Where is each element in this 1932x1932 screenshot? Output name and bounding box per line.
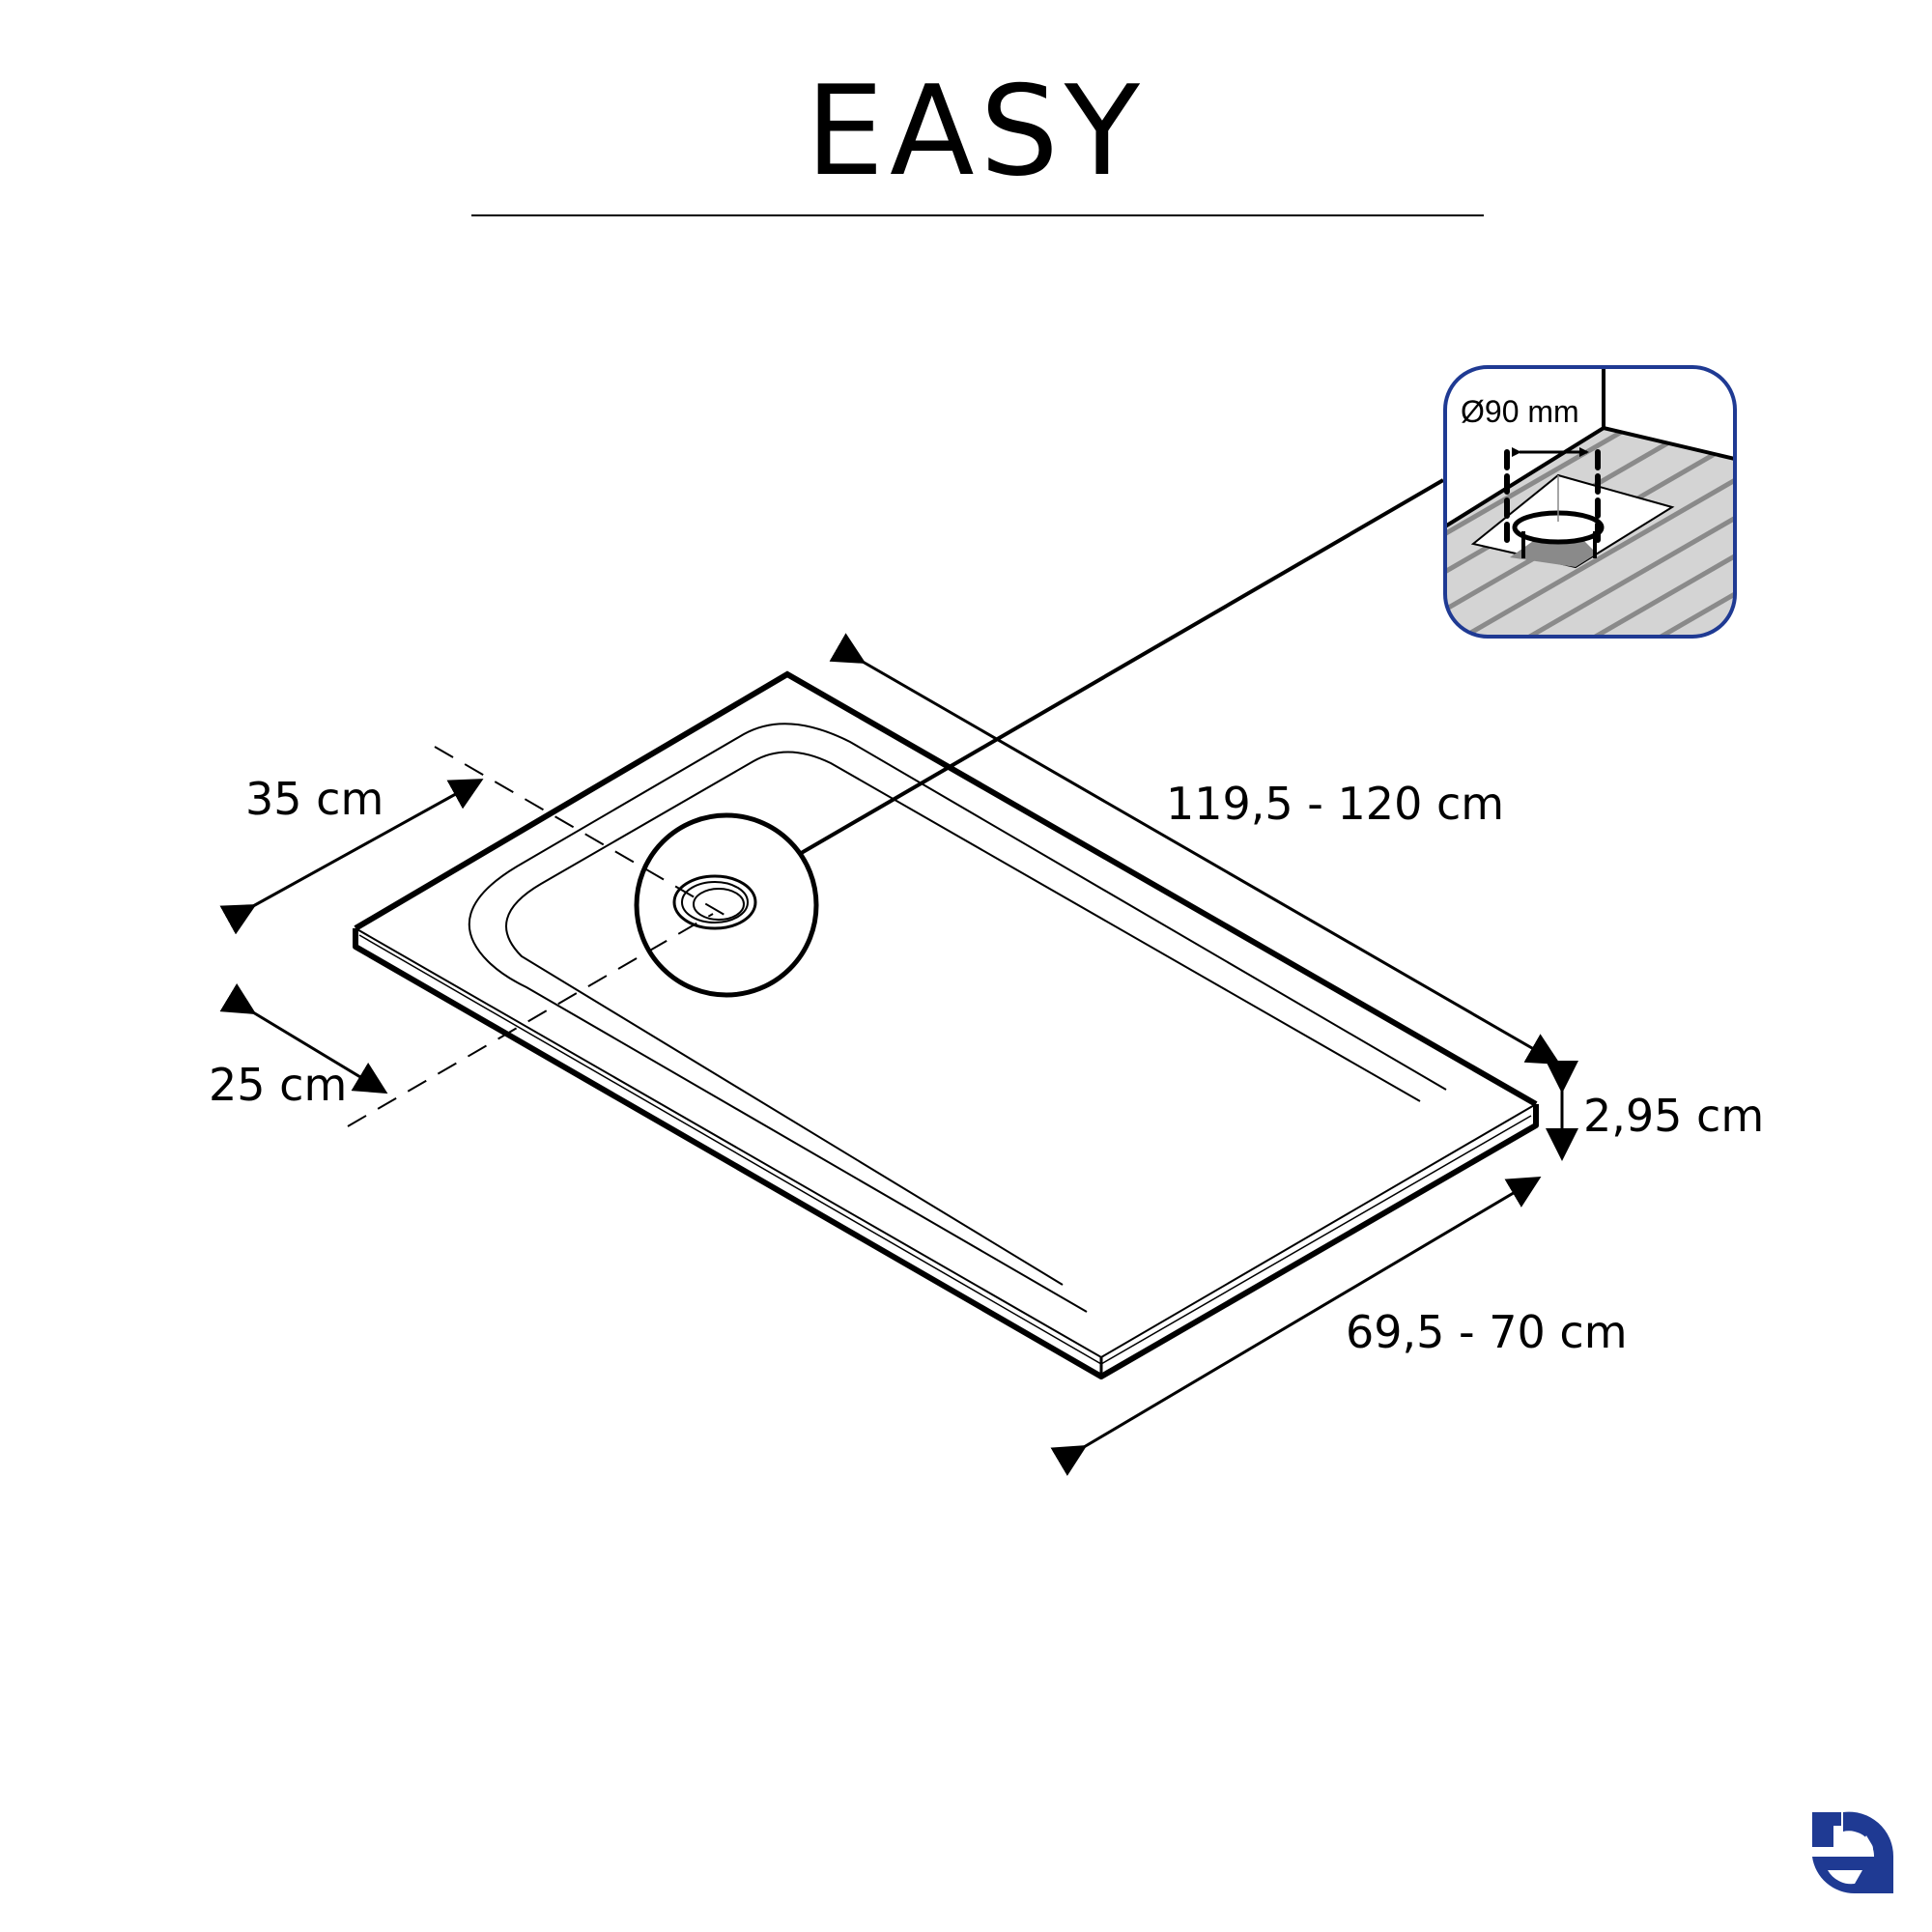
dimension-width: 69,5 - 70 cm <box>1346 1306 1628 1358</box>
drain <box>634 812 819 998</box>
dimension-height: 2,95 cm <box>1583 1090 1765 1142</box>
brand-logo-icon <box>1812 1811 1894 1894</box>
dimension-length: 119,5 - 120 cm <box>1166 778 1505 830</box>
product-title: EASY <box>806 60 1146 204</box>
title-divider <box>471 214 1484 216</box>
inset-diameter-label: Ø90 mm <box>1461 394 1579 429</box>
dimension-drain-offset-25: 25 cm <box>209 1059 348 1111</box>
dimension-drain-offset-35: 35 cm <box>245 773 384 825</box>
drain-diameter-inset <box>1443 365 1737 639</box>
dimension-arrows <box>219 633 1578 1476</box>
